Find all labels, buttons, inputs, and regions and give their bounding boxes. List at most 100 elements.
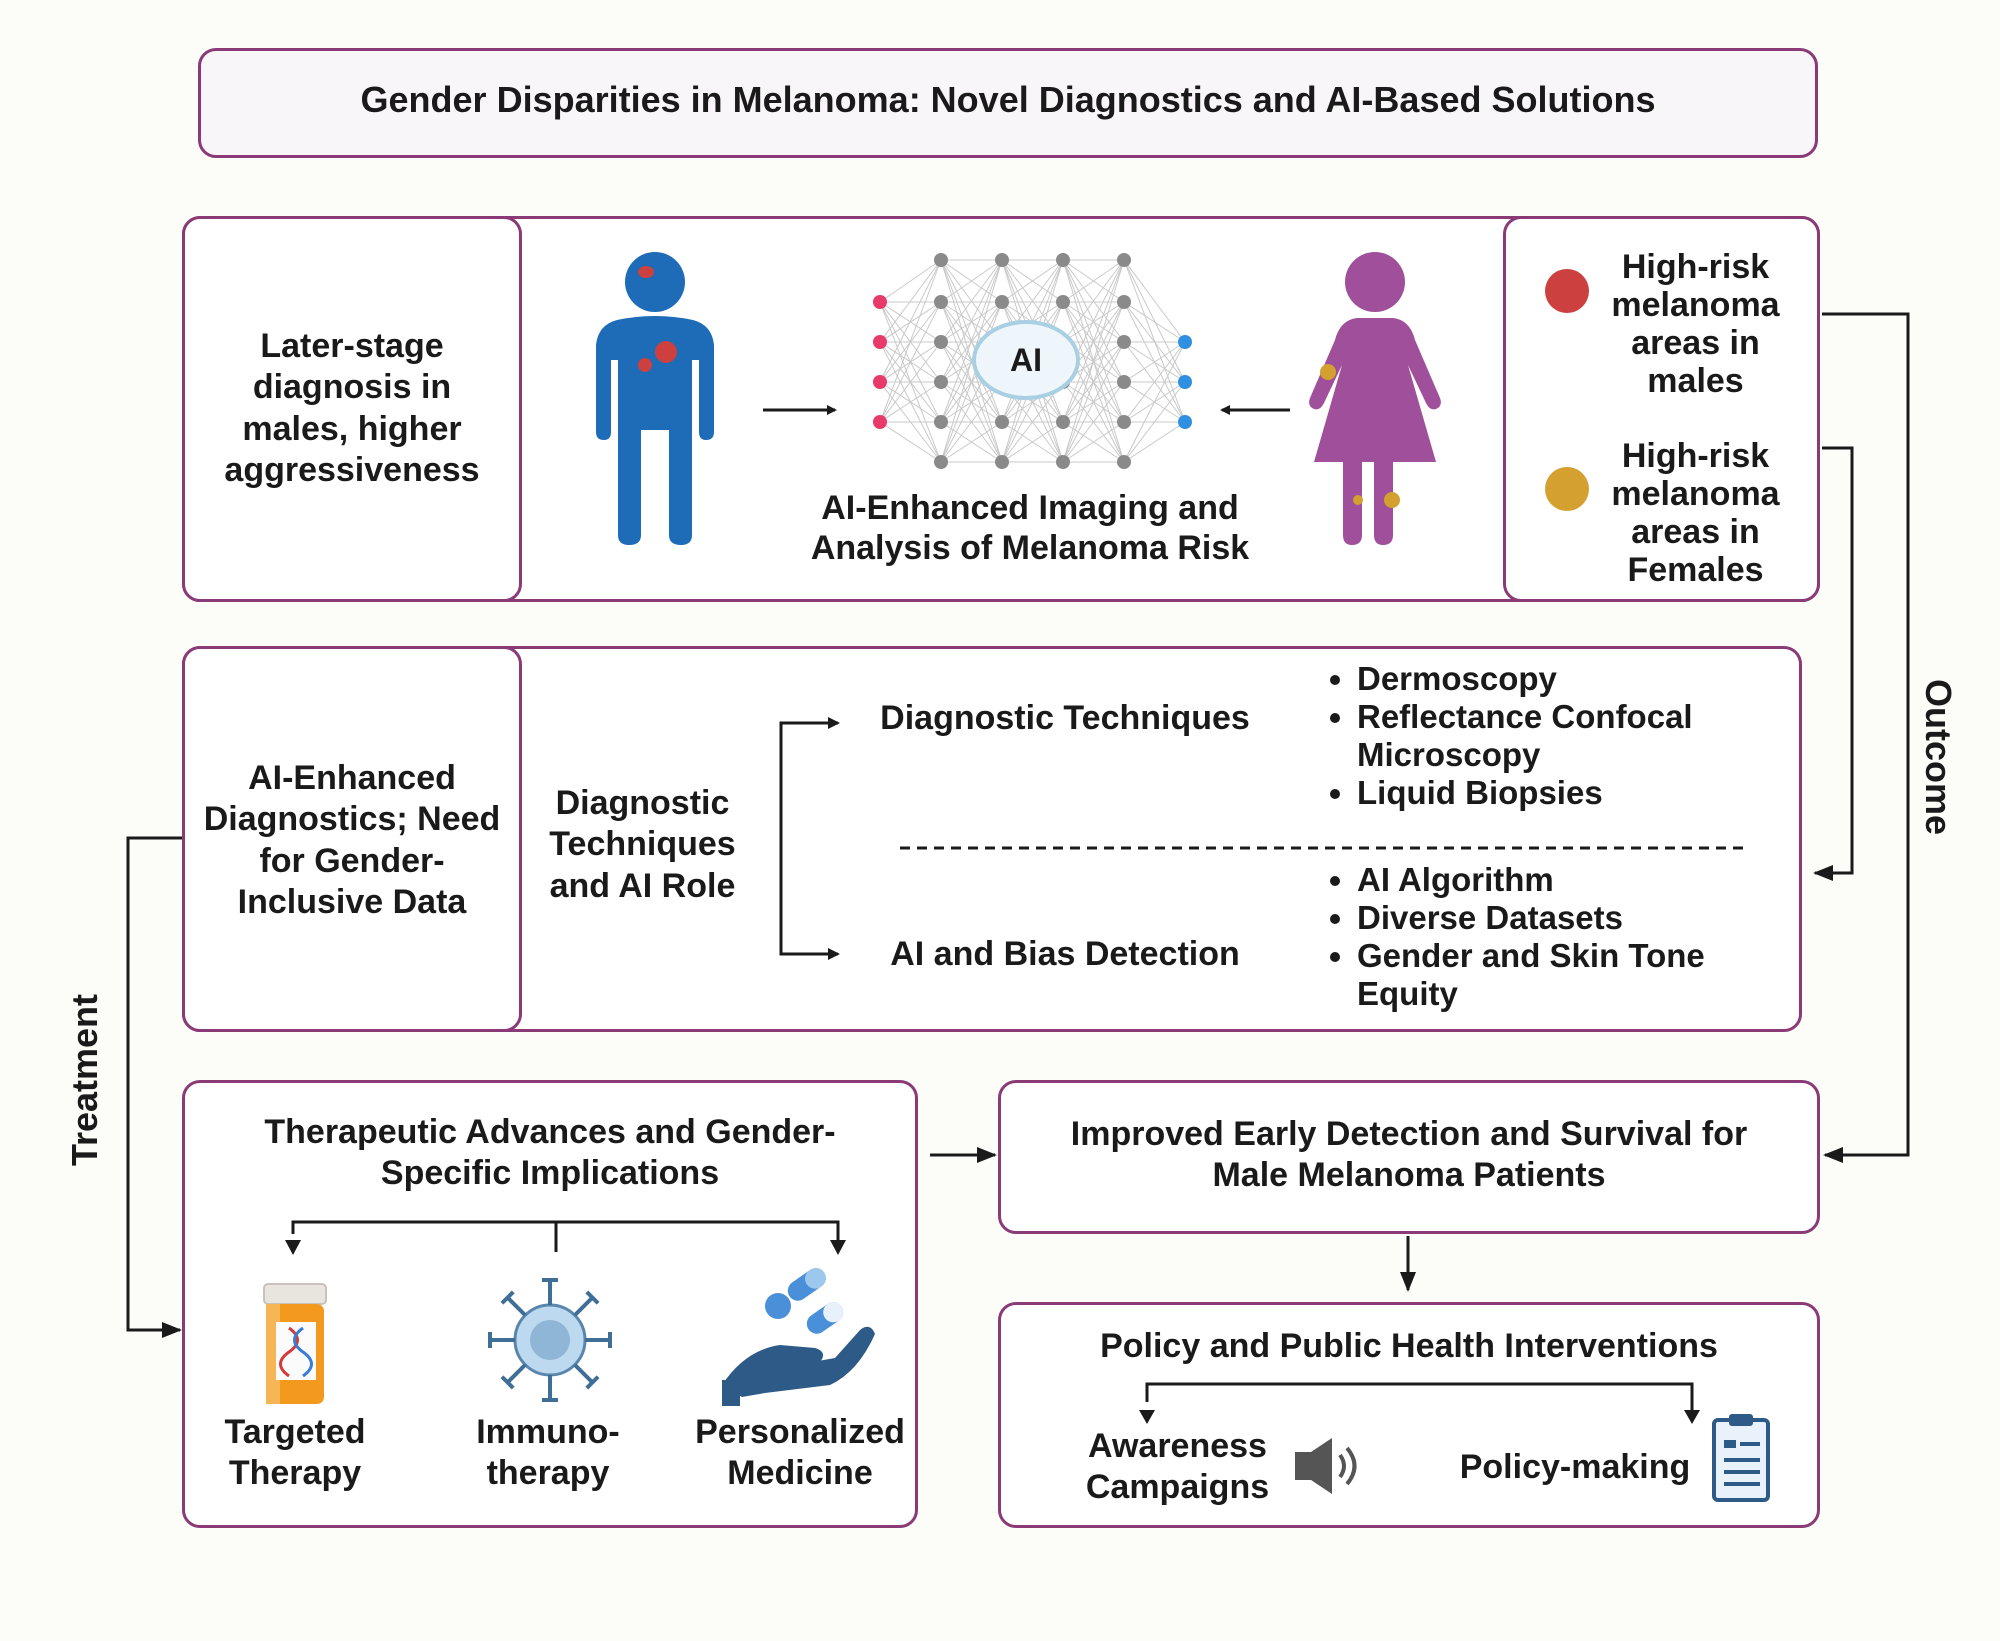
network-edge	[1062, 421, 1125, 463]
network-edge	[940, 301, 1003, 463]
therapy-item-targeted: Targeted Therapy	[224, 1413, 366, 1493]
network-edge	[1123, 341, 1186, 463]
row2-left-box	[182, 646, 522, 1032]
clipboard-icon	[1712, 1414, 1770, 1502]
network-edge	[879, 381, 942, 423]
list-item: Reflectance Confocal Microscopy	[1357, 698, 1777, 774]
legend-male-text: High-risk melanoma areas in males	[1611, 248, 1780, 400]
network-edge	[879, 421, 942, 463]
row1-center-caption: AI-Enhanced Imaging and Analysis of Mela…	[810, 489, 1250, 567]
network-edge	[940, 259, 1003, 343]
speaker-icon	[1295, 1438, 1357, 1494]
network-node	[934, 375, 948, 389]
list-item: Diverse Datasets	[1357, 899, 1777, 937]
receptor-stem	[573, 1296, 594, 1317]
policy-arrowhead-left	[1139, 1410, 1155, 1424]
network-node	[1178, 375, 1192, 389]
network-node	[1117, 415, 1131, 429]
outcome-connector	[1822, 312, 1910, 1163]
network-edge	[1001, 381, 1064, 463]
network-edge	[1062, 341, 1125, 463]
female-figure-icon	[1309, 252, 1441, 545]
outcome-box	[998, 1080, 1820, 1234]
receptor-tip	[500, 1375, 515, 1390]
receptor-stem	[506, 1296, 527, 1317]
network-edge	[1062, 259, 1125, 463]
receptor-stem	[573, 1363, 594, 1384]
branch1-label: Diagnostic Techniques	[880, 699, 1250, 737]
ai-badge: AI	[972, 320, 1080, 400]
ai-badge-text: AI	[1010, 342, 1042, 378]
network-node	[1056, 295, 1070, 309]
awareness-label: Awareness Campaigns	[1085, 1427, 1270, 1507]
network-node	[1178, 335, 1192, 349]
receptor-tip	[500, 1290, 515, 1305]
network-node	[995, 415, 1009, 429]
therapy-title: Therapeutic Advances and Gender-Specific…	[264, 1113, 836, 1193]
network-edge	[940, 259, 1003, 463]
network-node	[1117, 455, 1131, 469]
hand-pills-icon	[722, 1268, 875, 1406]
row2-left-text: AI-Enhanced Diagnostics; Need for Gender…	[203, 759, 501, 922]
network-node	[1056, 253, 1070, 267]
branch1-list: Dermoscopy Reflectance Confocal Microsco…	[1321, 660, 1777, 812]
network-node	[995, 455, 1009, 469]
policy-box	[998, 1302, 1820, 1528]
network-edge	[879, 259, 942, 343]
network-node	[995, 253, 1009, 267]
list-item: Gender and Skin Tone Equity	[1357, 937, 1777, 1013]
network-node	[934, 253, 948, 267]
network-edge	[940, 259, 1003, 423]
network-edge	[1001, 421, 1064, 463]
network-edge	[1123, 259, 1186, 423]
outcome-text: Improved Early Detection and Survival fo…	[1070, 1115, 1748, 1195]
network-node	[1117, 253, 1131, 267]
branch2-arrowhead	[828, 948, 840, 960]
treatment-connector	[126, 836, 182, 1338]
network-edge	[1123, 381, 1186, 463]
therapy-arrowhead-right	[830, 1240, 846, 1255]
network-node	[1056, 455, 1070, 469]
legend-female-text: High-risk melanoma areas in Females	[1611, 437, 1780, 589]
network-edge	[1062, 301, 1125, 463]
network-node	[934, 335, 948, 349]
network-edge	[940, 259, 1003, 383]
receptor-stem	[506, 1363, 527, 1384]
list-item: Dermoscopy	[1357, 660, 1777, 698]
network-node	[934, 415, 948, 429]
network-edge	[1123, 259, 1186, 343]
title-box	[198, 48, 1818, 158]
policymaking-label: Policy-making	[1459, 1448, 1691, 1486]
diagram-title: Gender Disparities in Melanoma: Novel Di…	[360, 79, 1656, 120]
policy-branch-line	[1145, 1382, 1694, 1412]
network-edge	[1062, 259, 1125, 423]
branch2-label: AI and Bias Detection	[890, 935, 1240, 973]
network-node	[995, 295, 1009, 309]
receptor-tip	[585, 1375, 600, 1390]
network-edge	[879, 301, 942, 423]
network-node	[1117, 335, 1131, 349]
network-node	[934, 455, 948, 469]
branch1-arrowhead	[828, 717, 840, 729]
network-edge	[1123, 301, 1186, 343]
policy-title: Policy and Public Health Interventions	[1100, 1327, 1718, 1365]
female-marker-icon	[1545, 467, 1589, 511]
network-edge	[1062, 259, 1125, 303]
list-item: Liquid Biopsies	[1357, 774, 1777, 812]
therapy-item-immuno: Immuno-therapy	[476, 1413, 620, 1493]
network-edge	[879, 259, 942, 423]
network-node	[1117, 295, 1131, 309]
network-edge	[1123, 421, 1186, 463]
network-node	[1178, 415, 1192, 429]
network-node	[873, 295, 887, 309]
network-edge	[940, 421, 1003, 463]
network-edge	[1123, 341, 1186, 423]
immune-cell-icon	[488, 1278, 612, 1402]
network-edge	[879, 259, 942, 383]
network-node	[934, 295, 948, 309]
network-node	[1117, 375, 1131, 389]
network-node	[873, 375, 887, 389]
pill-bottle-icon	[263, 1283, 327, 1404]
row1-left-text: Later-stage diagnosis in males, higher a…	[224, 327, 480, 490]
